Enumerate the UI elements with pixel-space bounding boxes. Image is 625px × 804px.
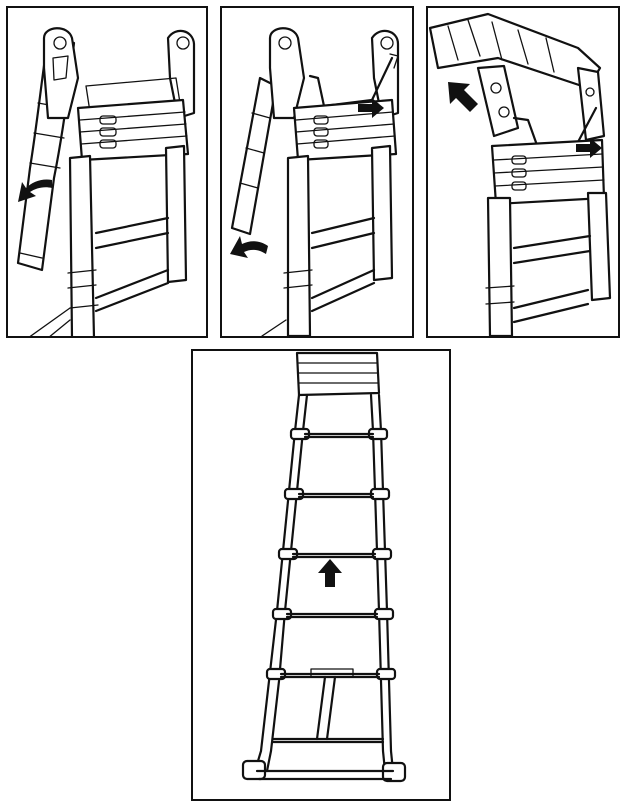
- step-1-panel: [6, 6, 208, 338]
- rotate-left-arrow-icon: [18, 179, 52, 202]
- unfolding-ladder-illustration: [230, 27, 400, 336]
- up-arrow-icon: [318, 559, 342, 587]
- step-2-panel: [220, 6, 414, 338]
- step-4-panel: [191, 349, 451, 801]
- push-right-arrow-icon: [576, 138, 602, 158]
- up-left-arrow-icon: [448, 82, 478, 112]
- extended-ladder-illustration: [241, 351, 407, 783]
- push-right-arrow-icon: [358, 98, 384, 118]
- rotate-left-arrow-icon: [230, 236, 268, 258]
- step-3-panel: [426, 6, 620, 338]
- folded-ladder-illustration: [16, 27, 196, 336]
- a-frame-ladder-illustration: [428, 12, 612, 336]
